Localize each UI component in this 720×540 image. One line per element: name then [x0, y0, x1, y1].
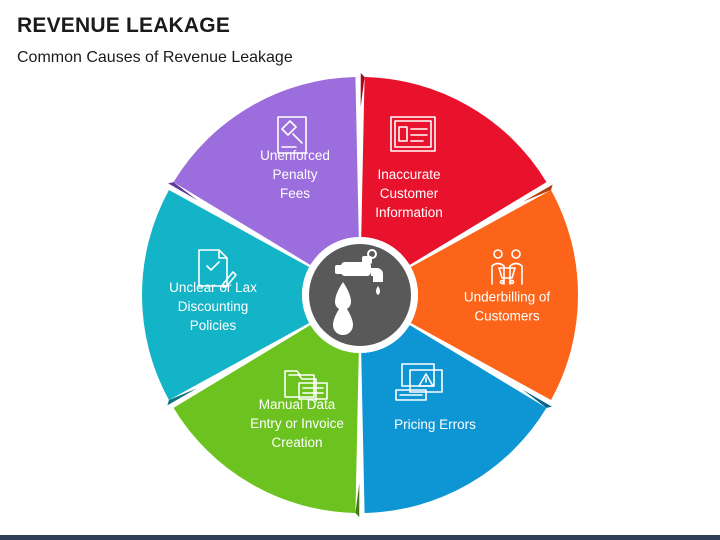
center-circle — [309, 244, 411, 346]
segment-label-line: Customers — [474, 309, 540, 324]
wheel-segment-2: Underbilling of Customers — [410, 184, 578, 401]
customers-cart-icon — [491, 249, 523, 285]
page-title: REVENUE LEAKAGE — [17, 14, 231, 37]
segment-shape — [361, 325, 547, 513]
segment-label-line: Policies — [190, 318, 237, 333]
segment-label-line: Penalty — [272, 167, 317, 182]
center-hub — [302, 237, 418, 353]
segment-fold — [522, 389, 552, 408]
segment-label-line: Manual Data — [259, 397, 336, 412]
segment-label: Pricing Errors — [394, 417, 476, 432]
warning-monitor-icon — [395, 363, 443, 401]
segment-label-line: Discounting — [178, 299, 249, 314]
segment-shape — [173, 77, 359, 265]
segment-fold — [523, 184, 553, 202]
segment-shape — [173, 325, 359, 513]
segment-label-line: Unclear or Lax — [169, 280, 257, 295]
segment-label-line: Inaccurate — [377, 167, 440, 182]
segment-label: Underbilling of Customers — [464, 290, 551, 324]
segment-fold — [168, 182, 198, 201]
data-entry-icon — [284, 370, 328, 402]
segment-label-line: Pricing Errors — [394, 417, 476, 432]
segment-label-line: Fees — [280, 186, 310, 201]
page-subtitle: Common Causes of Revenue Leakage — [17, 49, 293, 66]
segment-shape — [410, 189, 578, 401]
segment-label-line: Entry or Invoice — [250, 416, 344, 431]
segment-label-line: Information — [375, 205, 443, 220]
segment-fold — [167, 388, 197, 406]
segment-shape — [361, 77, 547, 265]
leaking-faucet-icon — [333, 249, 383, 335]
segment-label-line: Unenforced — [260, 148, 330, 163]
segment-label-line: Creation — [271, 435, 322, 450]
segment-fold — [355, 482, 360, 517]
footer-bar — [0, 535, 720, 540]
segment-label-line: Underbilling of — [464, 290, 551, 305]
id-card-icon — [390, 116, 436, 152]
segment-label-line: Customer — [380, 186, 439, 201]
policy-document-icon — [198, 249, 237, 288]
segment-shape — [141, 189, 310, 401]
segment-fold — [360, 73, 365, 108]
gavel-icon — [277, 116, 307, 154]
wheel-segment-3: Pricing Errors — [361, 325, 552, 513]
